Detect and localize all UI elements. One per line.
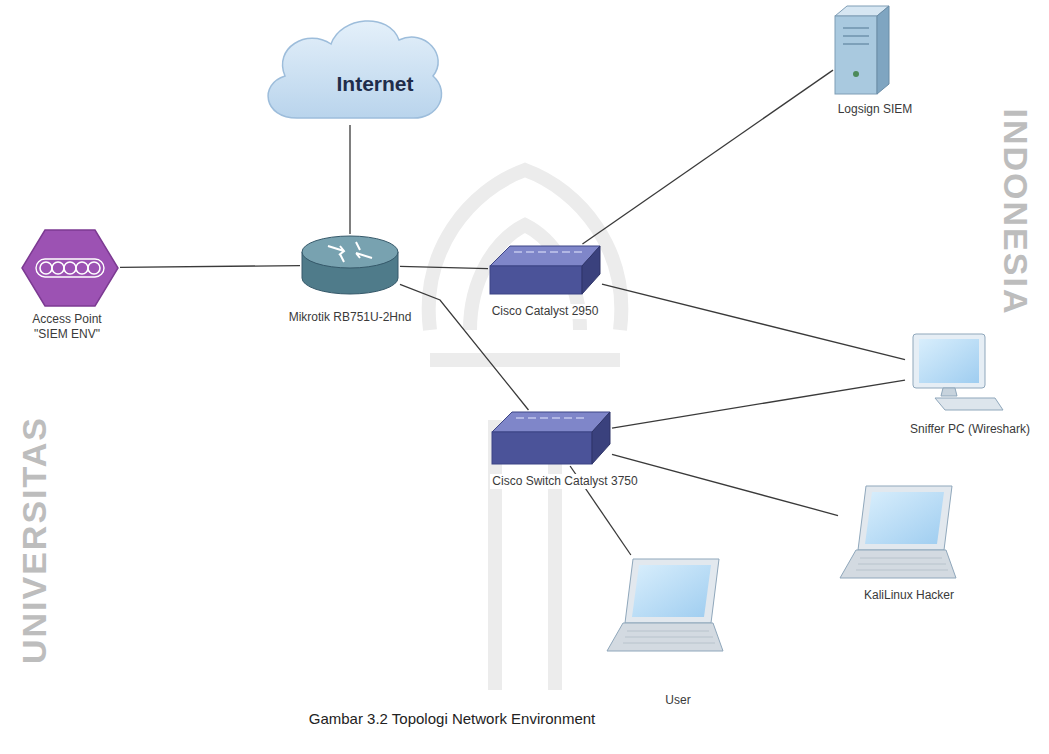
device-icon [905,332,1005,412]
watermark-bar [430,353,620,367]
device-icon [300,234,400,296]
network-link [582,70,833,244]
access-point-node: Access Point "SIEM ENV" [20,228,120,308]
node-label: Logsign SIEM [836,102,915,117]
switch-node: Cisco Switch Catalyst 3750 [490,410,612,466]
node-label: KaliLinux Hacker [862,588,956,603]
network-link [602,284,905,359]
server-node: Logsign SIEM [833,4,891,96]
device-icon [838,482,960,582]
network-link [349,125,350,234]
router-node: Mikrotik RB751U-2Hnd [300,234,400,296]
device-icon [20,228,120,308]
device-icon [833,4,891,96]
network-link [612,454,838,515]
device-icon [490,410,612,466]
device-icon [605,555,725,655]
network-link [612,380,905,428]
watermark-text: UNIVERSITAS [15,416,53,664]
device-icon [255,10,445,125]
network-link [400,266,488,268]
figure-caption: Gambar 3.2 Topologi Network Environment [309,710,596,727]
node-label: User [663,693,692,708]
node-label: Cisco Catalyst 2950 [490,304,601,319]
node-label: Access Point "SIEM ENV" [19,312,115,342]
watermark-text: INDONESIA [997,109,1035,316]
device-icon [488,244,602,296]
watermark-flame [429,170,622,330]
watermark-shapes [429,170,622,690]
node-label: Sniffer PC (Wireshark) [908,422,1032,437]
switch-node: Cisco Catalyst 2950 [488,244,602,296]
node-label: Internet [334,72,415,96]
network-link [120,266,300,268]
node-label: Cisco Switch Catalyst 3750 [490,474,639,489]
node-label: Mikrotik RB751U-2Hnd [287,310,414,325]
pc-node: Sniffer PC (Wireshark) [905,332,1005,412]
laptop-node: KaliLinux Hacker [838,482,960,582]
laptop-node: User [605,555,725,655]
cloud-node: Internet [255,10,445,125]
